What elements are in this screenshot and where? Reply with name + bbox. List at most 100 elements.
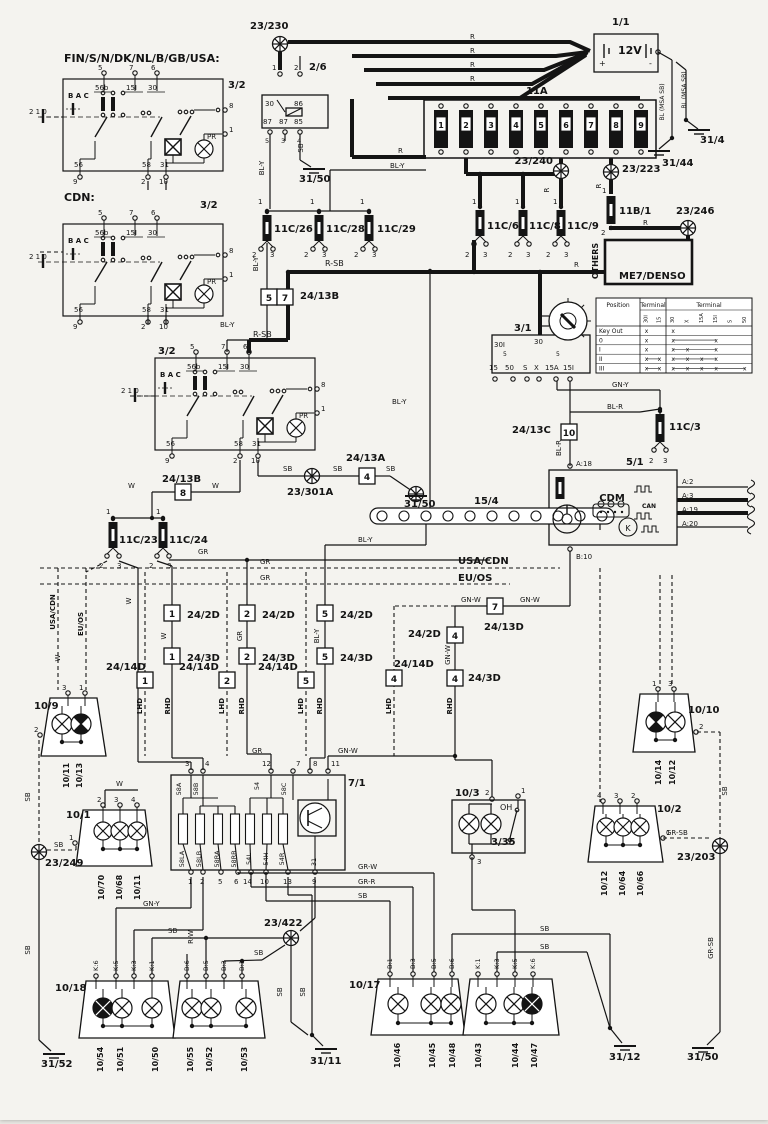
pin-circle <box>536 376 542 382</box>
diagram-label: 30I <box>644 315 650 323</box>
connector-pin-number: 5 <box>322 653 328 663</box>
diagram-label: SB <box>24 792 32 801</box>
line <box>306 470 318 482</box>
fuse-9: 9 <box>634 110 648 148</box>
pin-circle <box>110 90 116 96</box>
diagram-label: 1 <box>272 64 276 72</box>
pin-circle <box>297 71 303 77</box>
diagram-label: 3 <box>281 137 285 145</box>
connector-pin-number: 4 <box>452 632 458 642</box>
rect <box>193 376 197 390</box>
switch-positions-label: B A C <box>68 237 89 245</box>
diagram-label: 10/9 <box>34 701 59 712</box>
diagram-label: R-W <box>187 930 195 944</box>
rect <box>111 529 115 541</box>
diagram-label: SB <box>54 841 63 849</box>
pin-circle <box>310 246 316 252</box>
unit-number: 10/11 <box>62 762 71 788</box>
pin-circle <box>212 391 218 397</box>
circle <box>617 500 625 508</box>
fuse-number: 2 <box>463 121 469 130</box>
diagram-label: GR <box>198 548 208 556</box>
diagram-label: 24/14D <box>258 662 298 673</box>
pin-circle <box>530 510 542 522</box>
diagram-label: GN-W <box>444 645 452 665</box>
terminal-name: PR <box>299 412 308 420</box>
rect <box>460 116 472 132</box>
bulb-icon <box>420 993 442 1015</box>
connector-pin-box <box>297 671 315 689</box>
diagram-label: 2 <box>485 789 489 797</box>
rect <box>559 217 563 229</box>
unit-number: 10/11 <box>133 874 142 900</box>
pin-label: 1 <box>652 680 656 688</box>
diagram-label: W <box>116 780 123 788</box>
pin-circle <box>100 235 106 241</box>
junction-dot <box>657 406 663 412</box>
pin-circle <box>166 553 172 559</box>
table-x-mark: x <box>671 366 675 373</box>
pin-circle <box>489 796 495 802</box>
diagram-label: R <box>543 187 551 192</box>
pin-label: K:1 <box>148 960 156 971</box>
junction-dot <box>264 208 270 214</box>
line <box>483 816 499 832</box>
pin-circle <box>483 241 489 247</box>
terminal-name: 56b <box>187 363 201 371</box>
pin-circle <box>285 869 291 875</box>
pin-circle <box>638 149 644 155</box>
table-x-mark: x <box>686 366 690 373</box>
diagram-label: 54L <box>245 853 253 865</box>
diagram-label: 10 <box>260 878 269 886</box>
connector-pin-box <box>238 604 256 622</box>
circle <box>607 500 615 508</box>
wire <box>118 560 139 569</box>
diagram-label: RHD <box>164 697 172 714</box>
line <box>73 716 89 732</box>
connector-pin-number: 4 <box>391 675 397 685</box>
line <box>94 261 108 283</box>
bulb-icon <box>480 813 502 835</box>
unit-number: 10/12 <box>668 760 677 785</box>
pin-circle <box>574 510 586 522</box>
table-x-mark: x <box>686 356 690 363</box>
pin-label: B:3 <box>409 958 417 969</box>
line <box>94 116 108 138</box>
diagram-label: BL-Y <box>358 536 373 544</box>
connector-pin-box <box>163 647 181 665</box>
pin-circle <box>146 255 152 261</box>
line <box>506 996 522 1012</box>
rect <box>658 422 662 434</box>
line <box>266 240 274 248</box>
junction-dot <box>483 1020 489 1026</box>
terminal-number: 7 <box>221 343 225 351</box>
pin-circle <box>117 802 123 808</box>
bulb-icon <box>181 997 203 1019</box>
resistor-icon <box>177 813 189 845</box>
junction-dot <box>520 171 526 177</box>
line <box>560 235 568 243</box>
line <box>648 714 664 730</box>
lever-positions-label: 2 1 0 <box>29 253 47 261</box>
diagram-label: SB <box>283 465 292 473</box>
junction-dot <box>448 1020 454 1026</box>
terminal-number: 9 <box>73 323 77 331</box>
line <box>33 846 45 858</box>
line <box>112 547 120 555</box>
junction-dot <box>208 1023 214 1029</box>
wire <box>311 1034 324 1047</box>
ground-icon <box>648 150 670 156</box>
line <box>580 304 585 309</box>
terminal-number: 8 <box>229 247 233 255</box>
pin-label: 2 <box>699 723 703 731</box>
junction-dot <box>653 737 659 743</box>
line <box>96 824 110 838</box>
pin-circle <box>486 510 498 522</box>
diagram-label: 23/223 <box>622 164 660 175</box>
line <box>478 996 494 1012</box>
bulb-icon <box>194 139 214 159</box>
diagram-label: BL-Y <box>258 160 266 175</box>
diagram-label: 24/14D <box>106 662 146 673</box>
